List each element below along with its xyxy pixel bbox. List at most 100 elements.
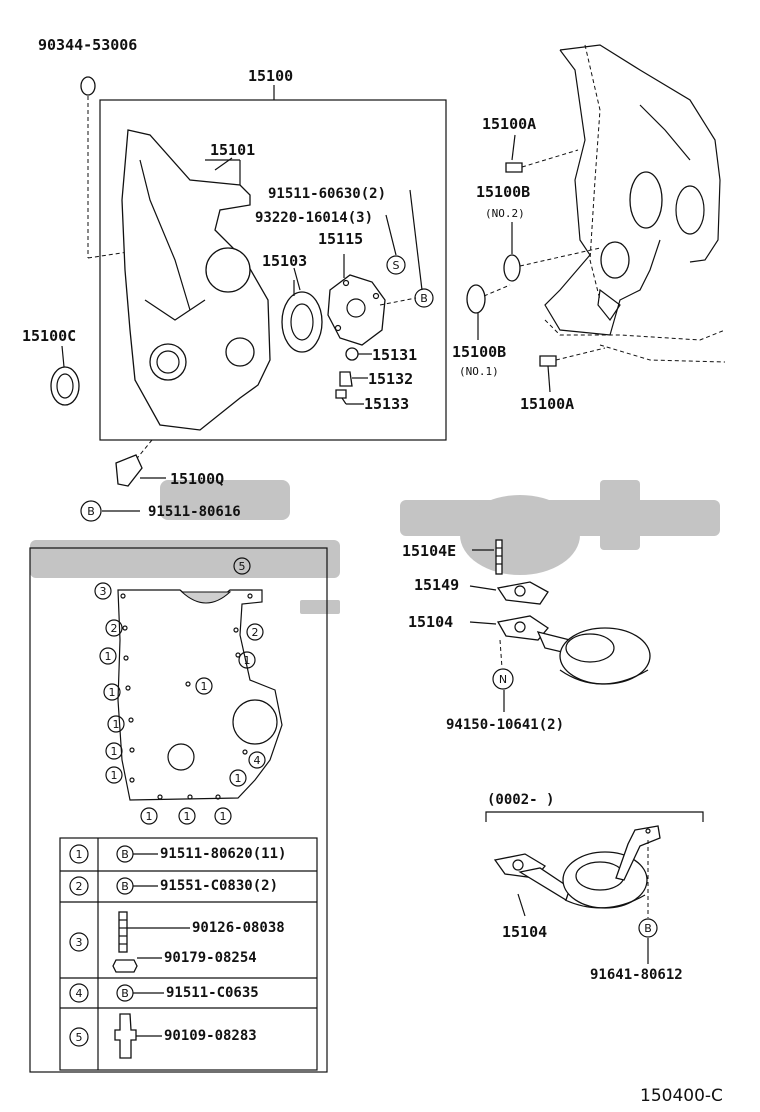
svg-text:1: 1 [111, 769, 118, 782]
label-94150-10641: 94150-10641(2) [446, 717, 564, 733]
label-90344-53006: 90344-53006 [38, 36, 137, 54]
label-15104e: 15104E [402, 542, 456, 560]
callout-2-a: 2 [105, 619, 123, 637]
legend-row-5: 5 90109-08283 [69, 1013, 257, 1059]
svg-text:1: 1 [113, 718, 120, 731]
svg-text:4: 4 [76, 987, 83, 1000]
svg-text:1: 1 [76, 848, 83, 861]
label-15104-alt: 15104 [502, 923, 547, 941]
svg-text:1: 1 [146, 810, 153, 823]
svg-text:1: 1 [184, 810, 191, 823]
label-91511-80616: 91511-80616 [148, 504, 241, 520]
timing-cover-15101-shape [121, 129, 271, 431]
seal-15100c-shape [50, 345, 80, 406]
label-15149: 15149 [414, 576, 459, 594]
label-15104: 15104 [408, 613, 453, 631]
svg-text:1: 1 [105, 650, 112, 663]
callout-1-h: 1 [229, 769, 247, 787]
callout-1-j: 1 [178, 807, 196, 825]
marker-b-jet: B [80, 500, 102, 522]
label-15100b-top: 15100B [476, 183, 530, 201]
bolt-legend-table: 1 B 91511-80620(11) 2 B 91551-C0830(2) 3… [59, 837, 318, 1071]
svg-text:1: 1 [109, 686, 116, 699]
svg-text:N: N [499, 673, 507, 686]
svg-text:B: B [121, 848, 129, 861]
svg-text:B: B [420, 292, 428, 305]
label-15100q: 15100Q [170, 470, 224, 488]
engine-block-shape [544, 44, 726, 363]
svg-text:1: 1 [201, 680, 208, 693]
label-15100c: 15100C [22, 327, 76, 345]
legend-row-1: 1 B 91511-80620(11) [69, 844, 286, 864]
rotor-15103-shape [281, 280, 323, 353]
label-15101: 15101 [210, 141, 255, 159]
gasket-outline-shape [117, 589, 283, 801]
callout-4-a: 4 [248, 751, 266, 769]
callout-1-g: 1 [105, 766, 123, 784]
svg-text:4: 4 [254, 754, 261, 767]
strainer-alt-shape [485, 811, 704, 964]
relief-valve-shapes [335, 347, 372, 405]
marker-b-lower: B [638, 918, 658, 938]
callout-1-d: 1 [103, 683, 121, 701]
svg-text:B: B [121, 987, 129, 1000]
label-15132: 15132 [368, 370, 413, 388]
svg-text:91511-80620(11): 91511-80620(11) [160, 846, 286, 862]
diagram-code: 150400-C [640, 1086, 723, 1106]
label-15100a-bottom: 15100A [520, 395, 574, 413]
label-15103: 15103 [262, 252, 307, 270]
legend-row-2: 2 B 91551-C0830(2) [69, 876, 278, 896]
marker-b-upper: B [414, 288, 434, 308]
svg-text:5: 5 [76, 1031, 83, 1044]
gasket-panel-box [29, 547, 328, 1073]
callout-5-a: 5 [233, 557, 251, 575]
svg-text:91551-C0830(2): 91551-C0830(2) [160, 878, 278, 894]
svg-text:2: 2 [76, 880, 83, 893]
svg-text:S: S [393, 259, 400, 272]
svg-text:91511-C0635: 91511-C0635 [166, 985, 259, 1001]
label-no2: (NO.2) [485, 207, 525, 220]
marker-n: N [492, 668, 514, 690]
svg-text:5: 5 [239, 560, 246, 573]
callout-3-a: 3 [94, 582, 112, 600]
strainer-15104-shape [469, 539, 651, 712]
label-15115: 15115 [318, 230, 363, 248]
callout-1-b: 1 [238, 651, 256, 669]
callout-1-k: 1 [214, 807, 232, 825]
label-no1: (NO.1) [459, 365, 499, 378]
svg-text:B: B [644, 922, 652, 935]
o-rings-shapes [466, 222, 601, 340]
svg-text:1: 1 [220, 810, 227, 823]
callout-1-a: 1 [99, 647, 117, 665]
callout-2-b: 2 [246, 623, 264, 641]
svg-text:90109-08283: 90109-08283 [164, 1028, 257, 1044]
label-15131: 15131 [372, 346, 417, 364]
dowel-bottom-shape [539, 347, 606, 393]
svg-text:90126-08038: 90126-08038 [192, 920, 285, 936]
svg-text:B: B [121, 880, 129, 893]
legend-row-4: 4 B 91511-C0635 [69, 983, 259, 1003]
label-15100b-bottom: 15100B [452, 343, 506, 361]
svg-text:1: 1 [235, 772, 242, 785]
watermark [30, 480, 720, 614]
svg-text:2: 2 [111, 622, 118, 635]
label-15100a-top: 15100A [482, 115, 536, 133]
svg-text:3: 3 [100, 585, 107, 598]
dowel-top-shape [505, 134, 579, 173]
label-93220-16014: 93220-16014(3) [255, 210, 373, 226]
svg-text:1: 1 [244, 654, 251, 667]
pump-cover-15115-shape [327, 254, 386, 346]
label-15133: 15133 [364, 395, 409, 413]
legend-row-3: 3 90126-08038 90179-08254 [69, 911, 285, 973]
oil-jet-15100q-shape [102, 439, 166, 512]
label-91641-80612: 91641-80612 [590, 967, 683, 983]
marker-s: S [386, 255, 406, 275]
label-15100: 15100 [248, 67, 293, 85]
label-date-range: (0002- ) [487, 792, 554, 808]
svg-text:3: 3 [76, 936, 83, 949]
label-91511-60630: 91511-60630(2) [268, 186, 386, 202]
callout-1-c: 1 [195, 677, 213, 695]
svg-text:B: B [87, 505, 95, 518]
gasket-callouts: 3 5 2 2 1 1 1 1 1 1 4 1 1 1 1 1 [94, 557, 266, 825]
